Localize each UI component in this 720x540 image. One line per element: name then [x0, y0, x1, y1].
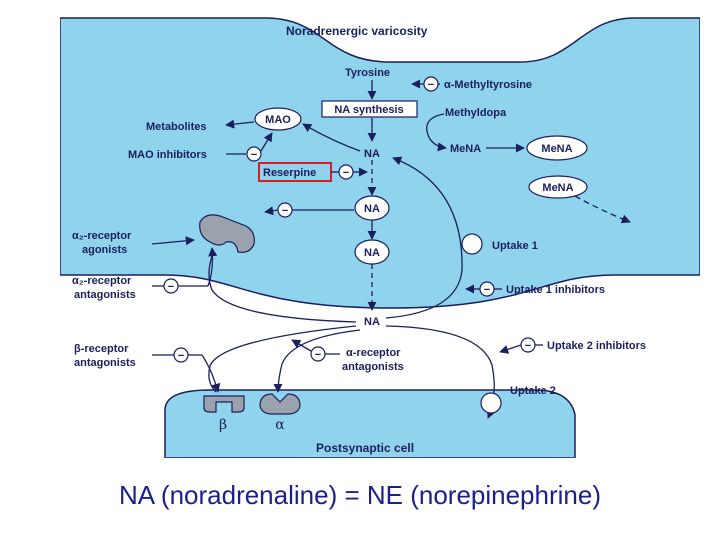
alpha-antagonists-label-2: antagonists	[342, 361, 404, 373]
svg-text:−: −	[168, 281, 174, 293]
mena-vesicle-label: MeNA	[541, 143, 572, 155]
noradrenergic-synapse-diagram: Noradrenergic varicosity Postsynaptic ce…	[60, 17, 700, 458]
inhibit-minus-icon: −	[163, 278, 179, 294]
reserpine-label: Reserpine	[263, 167, 316, 179]
inhibit-minus-icon: −	[173, 347, 189, 363]
na-cytoplasm-label: NA	[364, 148, 380, 160]
uptake1-label: Uptake 1	[492, 240, 538, 252]
svg-text:−: −	[251, 149, 257, 161]
svg-text:−: −	[315, 349, 321, 361]
na-synthesis-label: NA synthesis	[334, 104, 403, 116]
alpha-antagonists-label-1: α-receptor	[346, 347, 401, 359]
mao-label: MAO	[265, 114, 291, 126]
inhibit-minus-icon: −	[246, 146, 262, 162]
alpha2-antagonists-label-2: antagonists	[74, 289, 136, 301]
mena-released-oval	[528, 175, 588, 199]
svg-text:−: −	[282, 205, 288, 217]
beta-antagonists-label-1: β-receptor	[74, 343, 129, 355]
mena-label: MeNA	[450, 143, 481, 155]
beta-receptor-shape	[203, 395, 245, 413]
svg-text:−: −	[484, 284, 490, 296]
uptake1-transporter	[461, 233, 483, 255]
uptake1-inhibitors-label: Uptake 1 inhibitors	[506, 284, 605, 296]
alpha2-agonists-label-2: agonists	[82, 244, 127, 256]
inhibit-minus-icon: −	[520, 337, 536, 353]
beta-receptor-label: β	[219, 417, 227, 433]
inhibit-minus-icon: −	[338, 164, 354, 180]
mao-oval	[254, 107, 302, 131]
tyrosine-label: Tyrosine	[345, 67, 390, 79]
alpha-methyltyrosine-label: α-Methyltyrosine	[444, 79, 532, 91]
svg-text:−: −	[178, 350, 184, 362]
na-synaptic-label: NA	[364, 316, 380, 328]
svg-text:−: −	[343, 167, 349, 179]
alpha-receptor-label: α	[275, 417, 285, 433]
beta-antagonists-label-2: antagonists	[74, 357, 136, 369]
pharmacology-figure: Noradrenergic varicosity Postsynaptic ce…	[60, 0, 700, 458]
uptake2-label: Uptake 2	[510, 385, 556, 397]
inhibit-minus-icon: −	[310, 346, 326, 362]
svg-text:−: −	[428, 79, 434, 91]
methyldopa-label: Methyldopa	[445, 107, 507, 119]
uptake2-inhibitors-label: Uptake 2 inhibitors	[547, 340, 646, 352]
inhibit-minus-icon: −	[479, 281, 495, 297]
mena-vesicle-oval	[526, 135, 588, 161]
alpha-receptor-shape	[259, 393, 301, 415]
varicosity-cell	[60, 17, 700, 309]
na-vesicle-2-label: NA	[364, 247, 380, 259]
inhibit-minus-icon: −	[423, 76, 439, 92]
alpha2-agonists-label-1: α₂-receptor	[72, 230, 132, 242]
caption: NA (noradrenaline) = NE (norepinephrine)	[119, 480, 601, 510]
mena-released-label: MeNA	[542, 182, 573, 194]
postsynaptic-label: Postsynaptic cell	[316, 441, 414, 455]
alpha2-antagonists-label-1: α₂-receptor	[72, 275, 132, 287]
na-vesicle-1-label: NA	[364, 203, 380, 215]
na-synthesis-box	[321, 100, 418, 118]
mao-inhibitors-label: MAO inhibitors	[128, 149, 207, 161]
svg-text:−: −	[525, 340, 531, 352]
metabolites-label: Metabolites	[146, 121, 207, 133]
alpha2-receptor-shape	[199, 214, 255, 253]
title-label: Noradrenergic varicosity	[286, 24, 428, 38]
uptake2-transporter	[480, 392, 502, 414]
inhibit-minus-icon: −	[277, 202, 293, 218]
